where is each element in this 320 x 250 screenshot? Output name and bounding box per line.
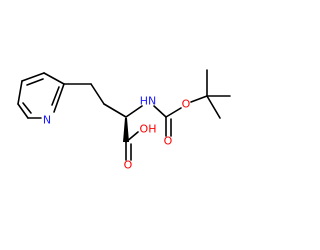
bond-carboxyl-c-oh: [125, 131, 139, 143]
bond-calpha-carboxyl-wedge: [123, 118, 129, 142]
bond-ring-n-c2-inner: [51, 86, 60, 106]
bond-lines: [17, 69, 231, 161]
bond-ring-c3-c4: [21, 72, 45, 82]
atom-label-carbamate-ester-oxygen: O: [182, 98, 191, 111]
bond-ring-c2-c3: [43, 72, 65, 85]
bond-oester-ctert: [190, 95, 208, 103]
bond-carbamate-c-oester: [165, 107, 182, 118]
chemical-structure: N HN O O OH O: [17, 69, 231, 172]
bond-ch2-calpha: [103, 103, 127, 118]
bond-calpha-nh: [125, 105, 143, 118]
bond-ring-c5-c6-inner: [22, 102, 32, 114]
bond-ring-c5-c6: [17, 103, 29, 119]
atom-labels: N HN O O OH O: [43, 95, 191, 172]
atom-label-acid-hydroxyl: OH: [140, 123, 157, 136]
bond-ring-n-c2: [53, 83, 65, 113]
atom-label-ring-nitrogen: N: [43, 114, 51, 127]
bond-nh-carbamate-c: [153, 105, 167, 118]
bond-ctert-methyl-down: [206, 95, 221, 119]
atom-label-acid-carbonyl-oxygen: O: [124, 159, 133, 172]
bond-ch2-ch2: [90, 83, 105, 105]
atom-label-carbamate-carbonyl-oxygen: O: [164, 135, 173, 148]
bond-ring-c4-c5: [17, 80, 23, 105]
bond-ring-c3-c4-inner: [26, 78, 44, 86]
atom-label-amine-nh: HN: [140, 95, 157, 108]
